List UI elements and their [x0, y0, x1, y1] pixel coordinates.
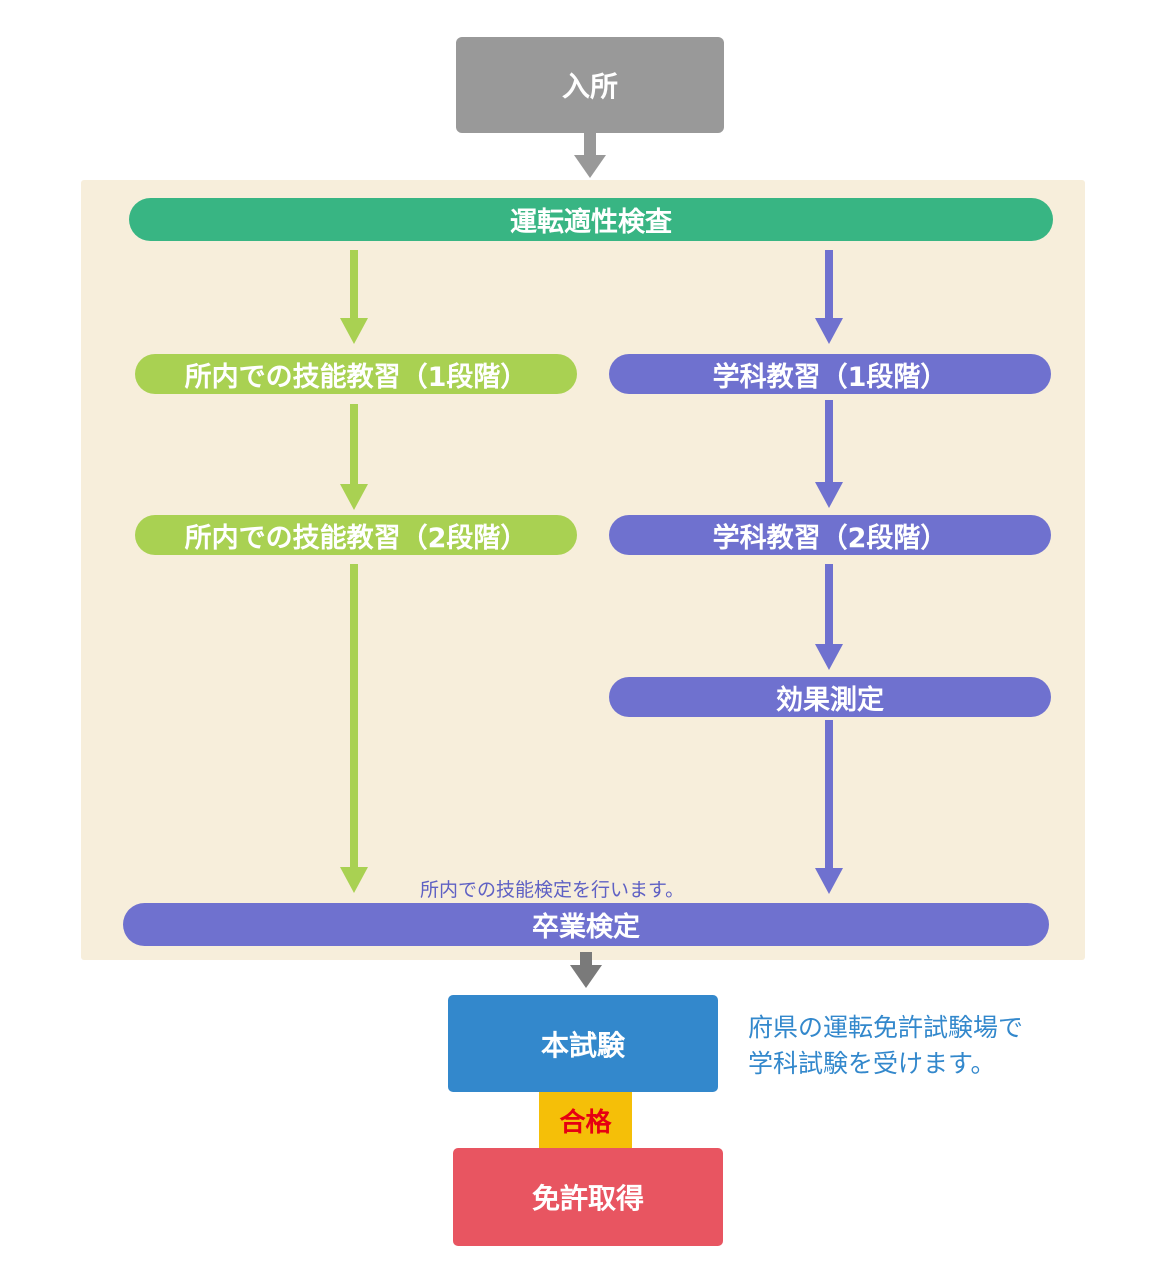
aptitude-test-bar: 運転適性検査	[129, 198, 1053, 241]
graduation-exam-label: 卒業検定	[532, 912, 640, 943]
process-panel	[81, 180, 1085, 960]
arrow-aptitude-to-academic1	[815, 250, 843, 344]
skill-training-2-label: 所内での技能教習（2段階）	[184, 522, 528, 554]
arrow-skill2-to-graduation	[340, 564, 368, 893]
skill-training-1-label: 所内での技能教習（1段階）	[184, 361, 528, 393]
main-exam-note-line1: 府県の運転免許試験場で	[748, 1013, 1024, 1042]
arrow-effect-to-graduation	[815, 720, 843, 894]
arrow-skill1-to-skill2	[340, 404, 368, 510]
academic-training-1-label: 学科教習（1段階）	[712, 361, 948, 393]
graduation-exam-bar: 卒業検定	[123, 903, 1049, 946]
main-exam-note: 府県の運転免許試験場で 学科試験を受けます。	[748, 1010, 1023, 1082]
effect-measurement-label: 効果測定	[776, 684, 884, 716]
effect-measurement: 効果測定	[609, 677, 1051, 717]
arrow-academic2-to-effect	[815, 564, 843, 670]
license-box: 免許取得	[453, 1148, 723, 1246]
pass-badge: 合格	[539, 1092, 632, 1148]
arrow-academic1-to-academic2	[815, 400, 843, 508]
academic-training-1: 学科教習（1段階）	[609, 354, 1051, 394]
start-box: 入所	[456, 37, 724, 133]
main-exam-note-line2: 学科試験を受けます。	[748, 1049, 996, 1078]
main-exam-box: 本試験	[448, 995, 718, 1092]
license-label: 免許取得	[531, 1182, 644, 1215]
academic-training-2: 学科教習（2段階）	[609, 515, 1051, 555]
arrow-aptitude-to-skill1	[340, 250, 368, 344]
aptitude-test-label: 運転適性検査	[510, 207, 672, 238]
academic-training-2-label: 学科教習（2段階）	[712, 522, 948, 554]
pass-label: 合格	[559, 1107, 612, 1138]
start-label: 入所	[561, 70, 618, 103]
arrow-graduation-to-main-exam	[570, 952, 602, 988]
main-exam-label: 本試験	[540, 1028, 625, 1062]
skill-training-1: 所内での技能教習（1段階）	[135, 354, 577, 394]
graduation-note: 所内での技能検定を行います。	[420, 879, 685, 901]
arrow-start-to-aptitude	[574, 133, 606, 178]
skill-training-2: 所内での技能教習（2段階）	[135, 515, 577, 555]
